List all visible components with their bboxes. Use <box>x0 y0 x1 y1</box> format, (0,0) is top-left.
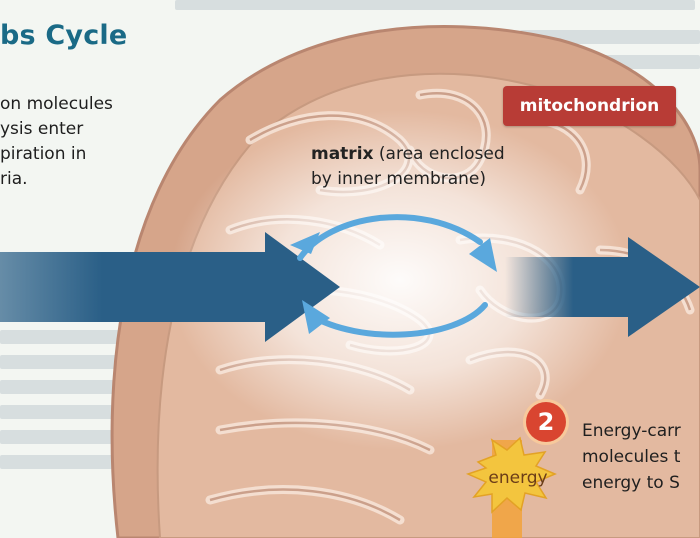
step-number-badge: 2 <box>526 402 566 442</box>
step-description: Energy-carr molecules t energy to S <box>582 418 700 496</box>
intro-line: on molecules <box>0 92 160 117</box>
matrix-term: matrix <box>311 144 374 164</box>
matrix-label-line1: matrix (area enclosed <box>311 142 551 167</box>
intro-line: ysis enter <box>0 117 160 142</box>
matrix-label: matrix (area enclosed by inner membrane) <box>311 142 551 192</box>
step-line: Energy-carr <box>582 418 700 444</box>
intro-line: piration in <box>0 142 160 167</box>
energy-label: energy <box>468 468 568 488</box>
matrix-definition-start: (area enclosed <box>374 144 505 164</box>
intro-text: on molecules ysis enter piration in ria. <box>0 92 160 192</box>
step-line: molecules t <box>582 444 700 470</box>
section-title: bs Cycle <box>0 20 127 51</box>
mitochondrion-label: mitochondrion <box>503 86 676 126</box>
matrix-label-line2: by inner membrane) <box>311 167 551 192</box>
intro-line: ria. <box>0 167 160 192</box>
step-line: energy to S <box>582 470 700 496</box>
